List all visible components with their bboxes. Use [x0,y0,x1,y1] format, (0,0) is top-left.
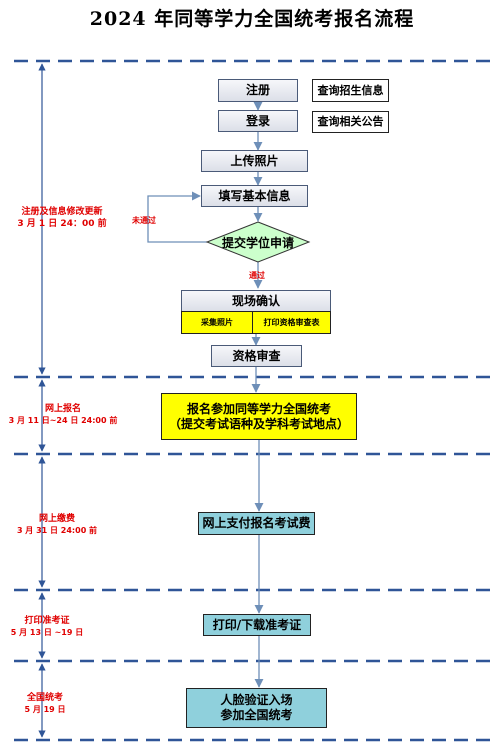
stage-label-exam: 全国统考 5 月 19 日 [10,693,80,715]
not-passed-label: 未通过 [132,216,156,225]
onsite-confirm-box: 现场确认 [181,290,331,312]
exam-entry-line1: 人脸验证入场 [220,693,293,707]
fill-info-box: 填写基本信息 [201,185,308,207]
stage-separators [14,59,494,742]
login-box: 登录 [218,110,298,132]
exam-entry-line2: 参加全国统考 [220,708,293,722]
decision-diamond [205,221,311,263]
print-ticket-box: 打印/下载准考证 [203,614,311,636]
stage-exam-title: 全国统考 [26,693,63,703]
stage-label-register: 注册及信息修改更新 3 月 1 日 24：00 前 [4,207,120,230]
exam-signup-box: 报名参加同等学力全国统考 （提交考试语种及学科考试地点） [161,393,357,440]
query-announcements-box: 查询相关公告 [312,111,389,133]
arrow-not-passed-loop [147,191,207,243]
stage-label-signup: 网上报名 3 月 11 日~24 日 24:00 前 [2,404,124,426]
print-form-box: 打印资格审查表 [252,311,331,334]
query-admissions-box: 查询招生信息 [312,79,389,102]
collect-photo-box: 采集照片 [181,311,253,334]
page-title: 2024 年同等学力全国统考报名流程 [89,8,415,30]
exam-signup-line2: （提交考试语种及学科考试地点） [168,416,349,431]
exam-entry-box: 人脸验证入场 参加全国统考 [186,688,327,728]
stage-signup-date: 3 月 11 日~24 日 24:00 前 [8,415,118,425]
passed-label: 通过 [249,271,265,280]
flow-arrows [147,101,264,688]
pay-online-box: 网上支付报名考试费 [198,512,315,535]
stage-register-date: 3 月 1 日 24：00 前 [17,218,107,229]
stage-payment-title: 网上缴费 [38,514,75,524]
stage-exam-date: 5 月 19 日 [24,704,66,714]
stage-label-payment: 网上缴费 3 月 31 日 24:00 前 [4,514,110,536]
qualification-box: 资格审查 [211,345,302,367]
stage-ticket-date: 5 月 13 日 ~19 日 [10,627,84,637]
register-box: 注册 [218,79,298,102]
stage-signup-title: 网上报名 [44,404,81,414]
upload-photo-box: 上传照片 [201,150,308,172]
exam-signup-line1: 报名参加同等学力全国统考 [186,401,331,416]
stage-ticket-title: 打印准考证 [24,616,70,626]
stage-label-ticket: 打印准考证 5 月 13 日 ~19 日 [4,616,90,638]
submit-degree-label: 提交学位申请 [221,235,294,250]
stage-register-title: 注册及信息修改更新 [21,207,103,217]
stage-payment-date: 3 月 31 日 24:00 前 [16,525,98,535]
